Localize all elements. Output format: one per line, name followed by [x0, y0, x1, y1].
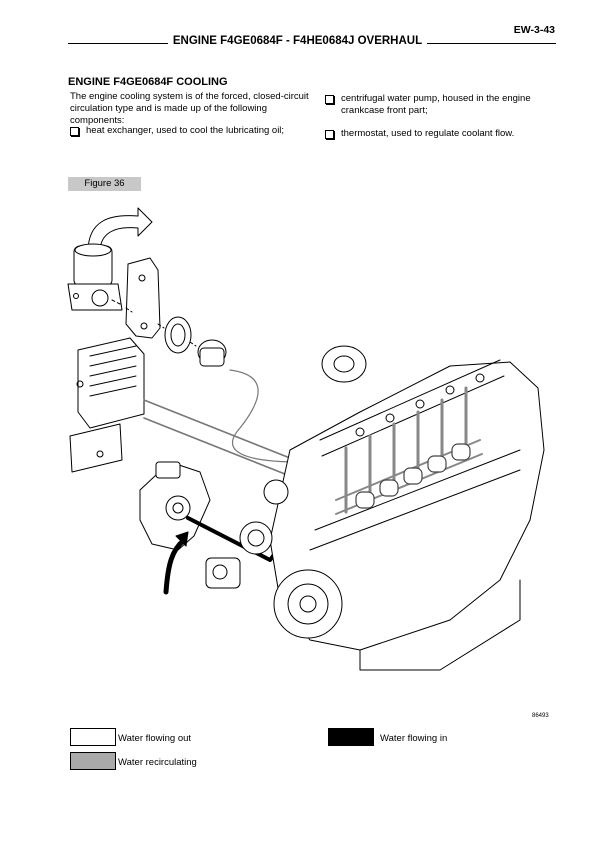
bullet-text: heat exchanger, used to cool the lubrica… — [86, 125, 285, 136]
thermostat-housing-icon — [67, 243, 123, 311]
page-title: ENGINE F4GE0684F - F4HE0684J OVERHAUL — [0, 35, 595, 47]
page-number: EW-3-43 — [513, 24, 555, 36]
outlet-arrow-icon — [87, 207, 153, 253]
bullet-water-pump: centrifugal water pump, housed in the en… — [325, 93, 555, 117]
bullet-heat-exchanger: heat exchanger, used to cool the lubrica… — [70, 125, 320, 137]
legend-swatch-recirculating — [70, 752, 116, 770]
engine-cooling-diagram — [67, 207, 545, 671]
checkbox-bullet-icon — [70, 127, 79, 136]
engine-block-icon — [239, 345, 545, 671]
section-title: ENGINE F4GE0684F COOLING — [68, 76, 228, 88]
valve-icon — [205, 557, 241, 589]
legend-swatch-in — [328, 728, 374, 746]
legend-swatch-out — [70, 728, 116, 746]
heat-exchanger-icon — [69, 337, 145, 473]
legend-label-out: Water flowing out — [118, 733, 192, 744]
inlet-arrow-icon — [163, 531, 189, 595]
figure-label: Figure 36 — [68, 177, 141, 191]
bullet-text: thermostat, used to regulate coolant flo… — [341, 128, 515, 139]
bullet-text: centrifugal water pump, housed in the en… — [341, 93, 531, 116]
gasket-icon — [125, 257, 161, 339]
thermostat-icon — [164, 316, 227, 367]
figure-code: 86493 — [532, 713, 549, 719]
checkbox-bullet-icon — [325, 95, 334, 104]
water-pump-icon — [139, 461, 211, 551]
legend-label-in: Water flowing in — [380, 733, 448, 744]
checkbox-bullet-icon — [325, 130, 334, 139]
intro-paragraph: The engine cooling system is of the forc… — [70, 91, 309, 126]
legend-label-recirculating: Water recirculating — [118, 757, 197, 768]
bullet-thermostat: thermostat, used to regulate coolant flo… — [325, 128, 555, 140]
page-title-text: ENGINE F4GE0684F - F4HE0684J OVERHAUL — [167, 35, 428, 47]
